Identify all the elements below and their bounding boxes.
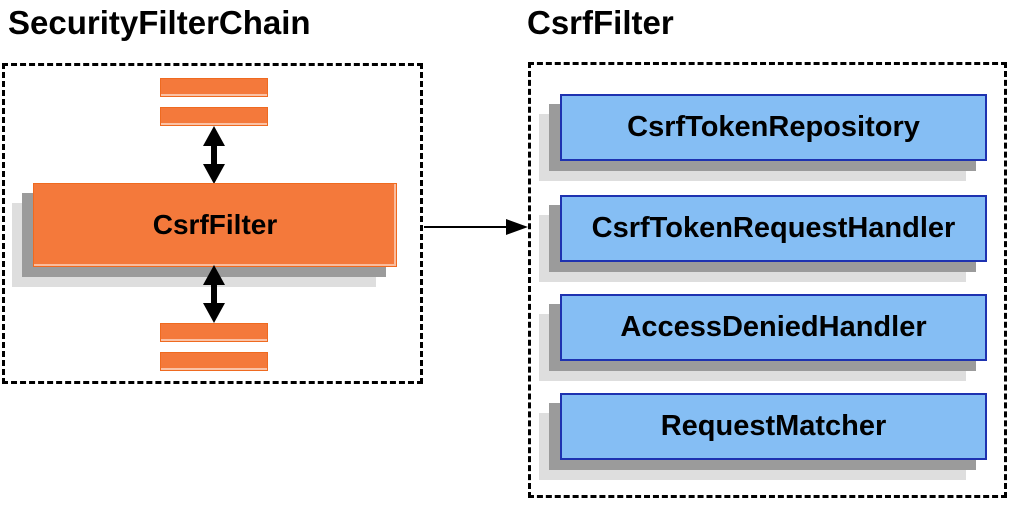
csrf-filter-boundary (528, 62, 1007, 498)
filter-chain-bar-bottom-1 (160, 323, 268, 342)
arrow-right-icon (424, 219, 528, 235)
csrf-filter-node-label: CsrfFilter (152, 209, 278, 240)
filter-chain-bar-top-2 (160, 107, 268, 126)
csrf-filter-node: CsrfFilter (12, 183, 397, 287)
component-box-face: CsrfTokenRepository (560, 94, 987, 161)
csrf-filter-node-face: CsrfFilter (33, 183, 397, 267)
component-box-csrf-token-repository: CsrfTokenRepository (539, 94, 987, 181)
security-filter-chain-title: SecurityFilterChain (8, 4, 311, 41)
component-box-request-matcher: RequestMatcher (539, 393, 987, 480)
component-label: AccessDeniedHandler (620, 311, 927, 343)
component-box-face: AccessDeniedHandler (560, 294, 987, 361)
filter-chain-bar-bottom-2 (160, 352, 268, 371)
component-label: CsrfTokenRepository (627, 111, 920, 143)
component-box-face: RequestMatcher (560, 393, 987, 460)
component-box-access-denied-handler: AccessDeniedHandler (539, 294, 987, 381)
filter-chain-bar-top-1 (160, 78, 268, 97)
component-box-face: CsrfTokenRequestHandler (560, 195, 987, 262)
csrf-filter-title: CsrfFilter (527, 4, 674, 41)
component-label: RequestMatcher (660, 410, 887, 442)
bidirectional-arrow-bottom-icon (203, 265, 225, 323)
component-box-csrf-token-request-handler: CsrfTokenRequestHandler (539, 195, 987, 282)
security-filter-chain-boundary (2, 63, 423, 384)
component-label: CsrfTokenRequestHandler (591, 212, 956, 244)
bidirectional-arrow-top-icon (203, 126, 225, 184)
